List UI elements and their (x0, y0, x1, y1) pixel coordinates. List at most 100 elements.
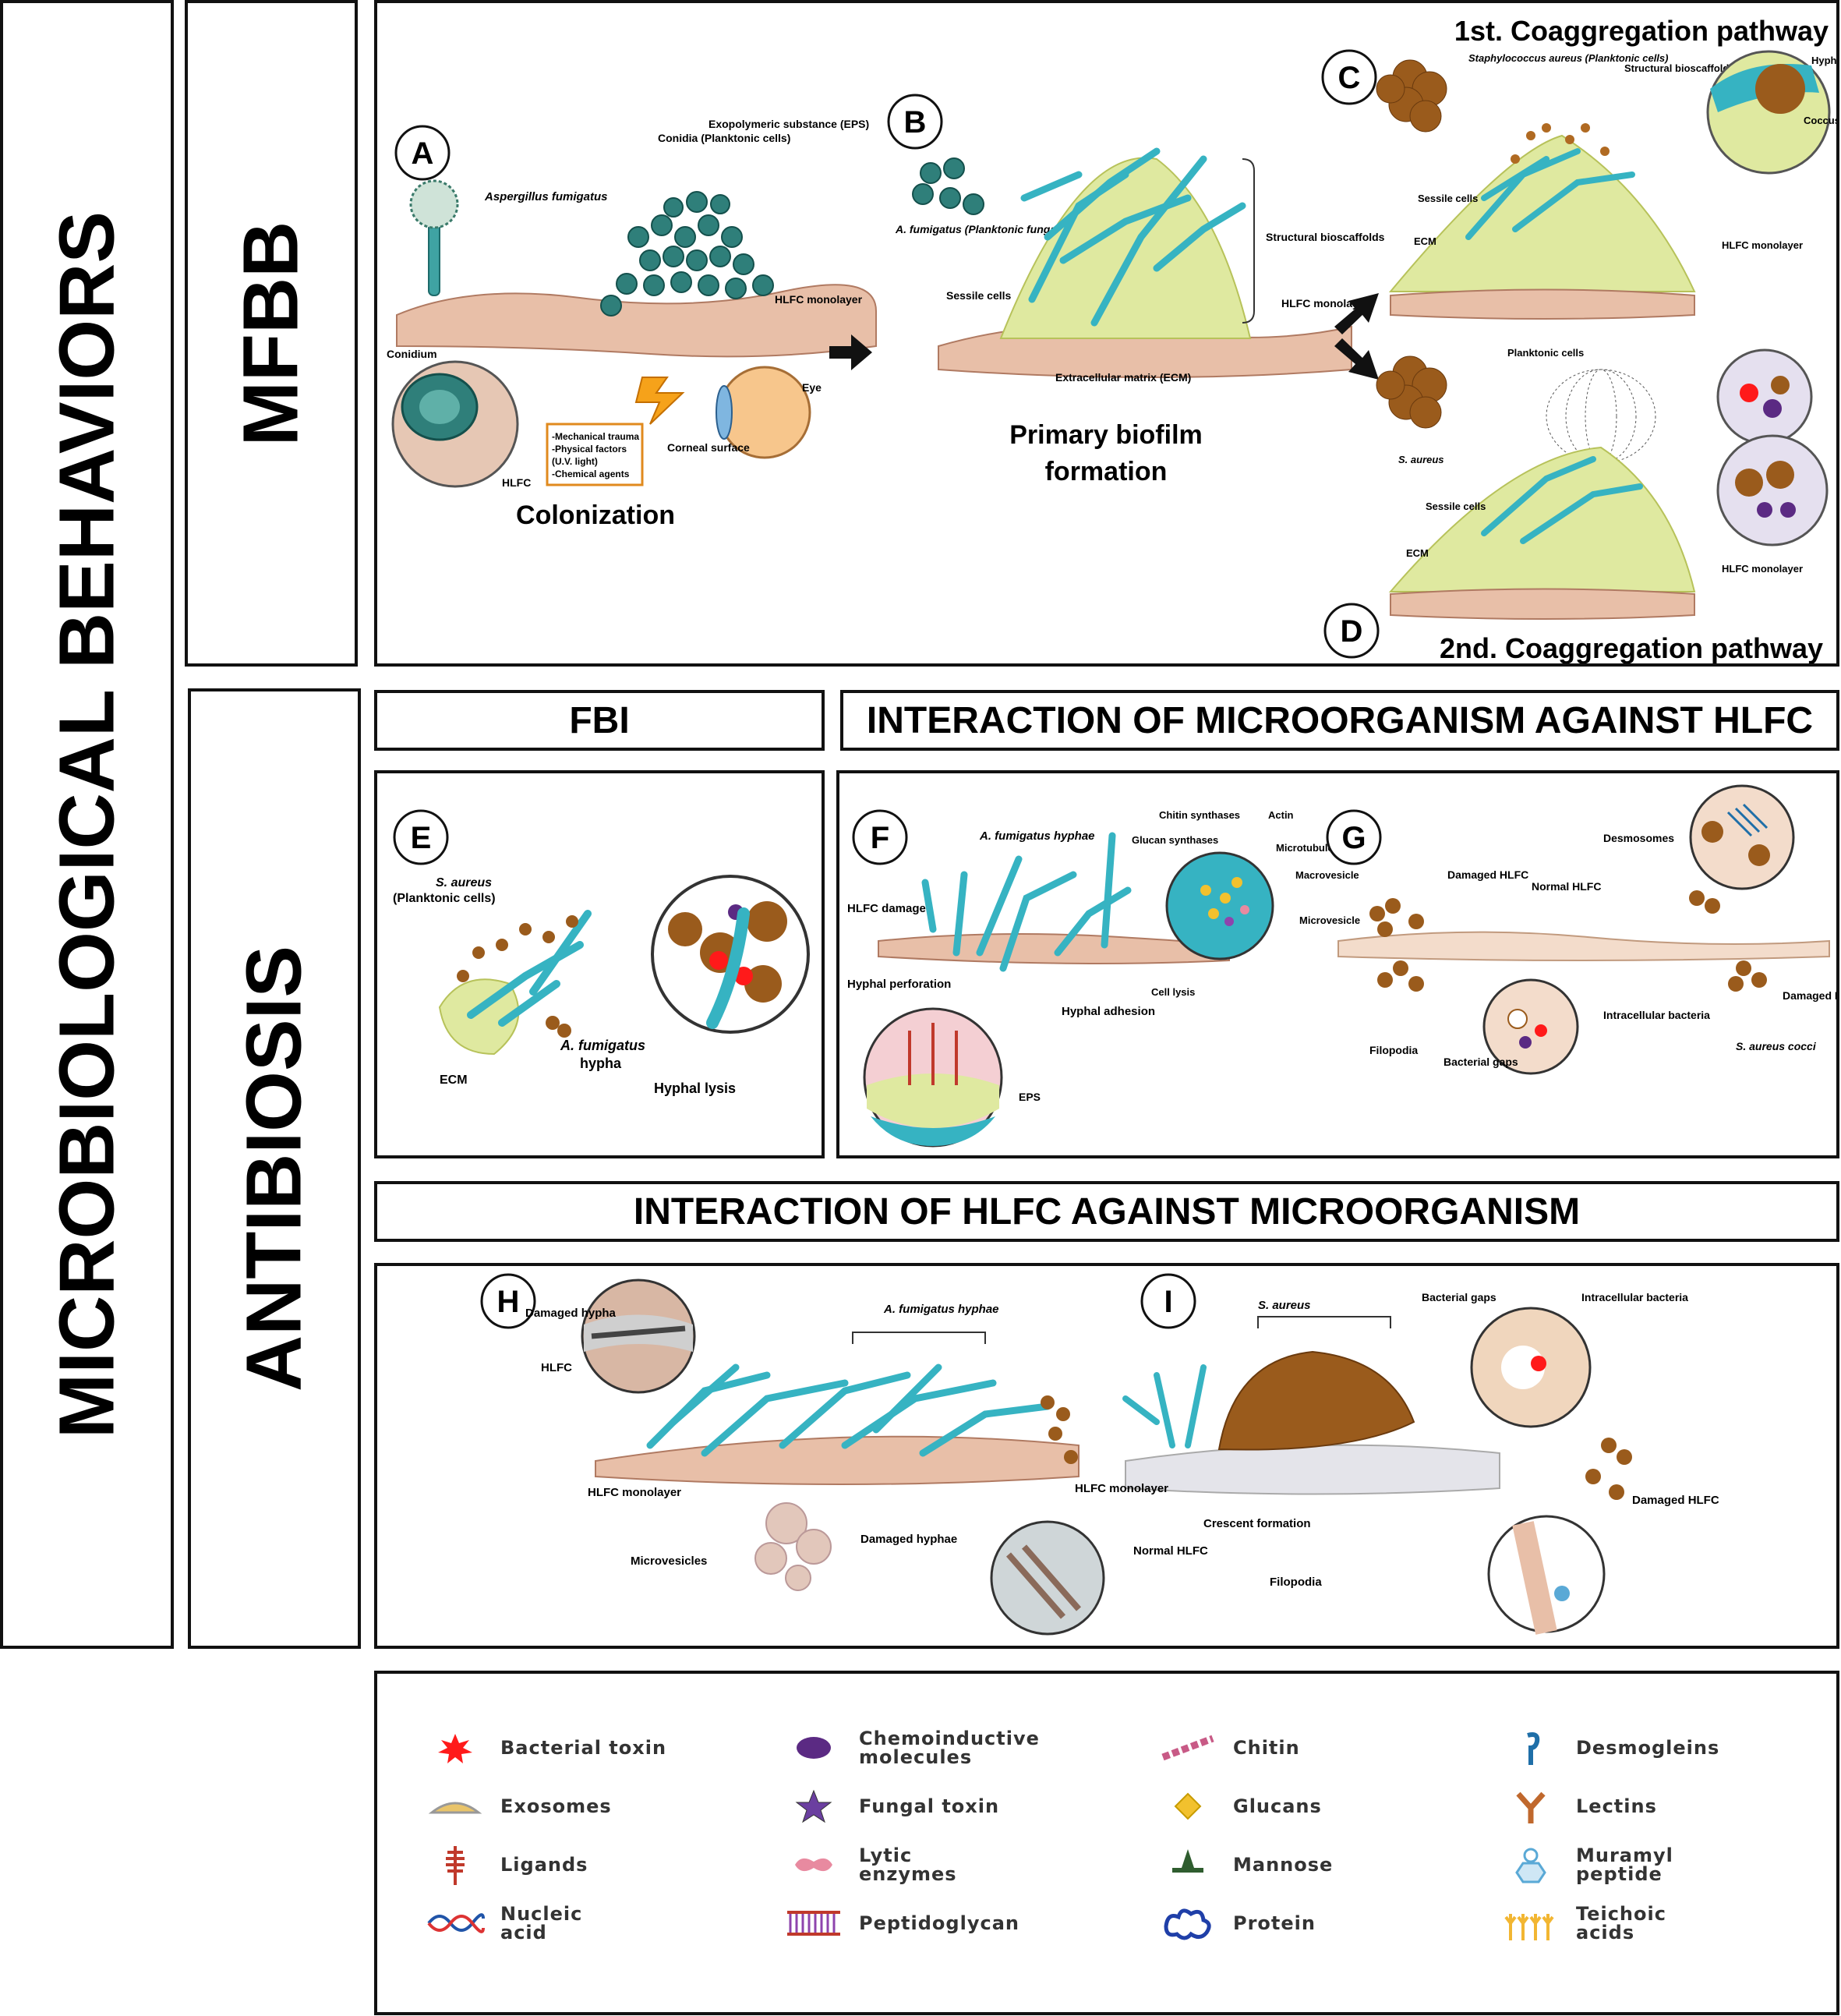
cocci-i-right (1585, 1438, 1632, 1500)
hlfc-monolayer-d (1390, 588, 1695, 620)
teichoic-acids-icon (1504, 1914, 1554, 1940)
panel-e-illustration: E S. aureus (Planktonic cells) A. fumiga… (393, 809, 810, 1096)
chitin-f-label: Chitin synthases (1159, 809, 1240, 821)
fbi-header: FBI (374, 690, 825, 751)
peptidoglycan-icon (787, 1911, 840, 1936)
legend-label-lectins: Lectins (1576, 1795, 1657, 1817)
arrow-a-to-b (829, 334, 872, 370)
normal-i-label: Normal HLFC (1133, 1544, 1208, 1558)
panel-h-letter: H (497, 1285, 520, 1319)
sessile-b-label: Sessile cells (946, 289, 1012, 302)
saureus-bracket-i (1257, 1316, 1391, 1328)
hyphae-c (1465, 148, 1635, 240)
legend-item-ligands: Ligands (424, 1837, 588, 1892)
cocci-c (1511, 123, 1610, 164)
legend-label-ligands: Ligands (500, 1854, 588, 1876)
legend-item-peptidoglycan: Peptidoglycan (783, 1896, 1019, 1951)
factors-text: -Mechanical trauma -Physical factors (U.… (552, 431, 641, 479)
sessile-c-label: Sessile cells (1418, 193, 1478, 204)
arrow-b-to-d (1334, 338, 1379, 380)
saureus-i-label: S. aureus (1258, 1299, 1311, 1312)
adhesion-f-label: Hyphal adhesion (1062, 1005, 1155, 1018)
biofilm-title-1: Primary biofilm (1009, 420, 1203, 450)
staph-c-label: Staphylococcus aureus (Planktonic cells) (1468, 52, 1668, 64)
macrovesicle-f-label: Macrovesicle (1295, 869, 1359, 881)
legend-label-peptidoglycan: Peptidoglycan (859, 1912, 1019, 1934)
monolayer-i-label: HLFC monolayer (1075, 1482, 1168, 1495)
lectins-icon (1516, 1791, 1546, 1823)
hyphae-d (1481, 456, 1643, 544)
microvesicles-h-label: Microvesicles (631, 1554, 707, 1568)
planktonic-e-label: (Planktonic cells) (393, 892, 496, 905)
ecm-d-label: ECM (1406, 547, 1429, 559)
legend-item-glucans: Glucans (1157, 1779, 1322, 1834)
intracellular-i-label: Intracellular bacteria (1581, 1291, 1688, 1303)
panel-i-letter: I (1164, 1285, 1172, 1319)
antibiosis-column: ANTIBIOSIS (188, 688, 361, 1649)
chemo-magnified-d (1716, 434, 1829, 546)
hlfc-monolayer-d-label: HLFC monolayer (1722, 563, 1803, 575)
damaged-hyphae-h-label: Damaged hyphae (860, 1533, 957, 1546)
toxin-magnified-d (1716, 348, 1813, 445)
microtubule-f-label: Microtubule (1276, 842, 1334, 854)
microvesicles-h (754, 1502, 832, 1591)
hlfc-g (1337, 931, 1830, 961)
cocci-e (457, 915, 578, 1038)
legend-label-bacterial-toxin: Bacterial toxin (500, 1737, 667, 1759)
perforation-f-label: Hyphal perforation (847, 978, 951, 991)
cocci-g-right (1689, 890, 1767, 992)
hyphae-i (1122, 1364, 1207, 1448)
legend-box: Bacterial toxin Chemoinductive molecules C… (374, 1671, 1839, 2015)
desmogleins-g (1726, 803, 1769, 837)
chitin-icon (1161, 1735, 1214, 1761)
corneal-label: Corneal surface (667, 441, 750, 454)
eps-label: Exopolymeric substance (EPS) (708, 118, 869, 130)
damage-f-label: HLFC damage (847, 902, 926, 915)
panel-f-letter: F (871, 821, 889, 855)
panel-e-letter: E (411, 821, 432, 855)
staph-cluster-d (1376, 355, 1447, 429)
ecm-c-label: ECM (1414, 235, 1436, 247)
mfbb-illustration: A Aspergillus fumigatus Conidia (Plankto… (387, 15, 1836, 663)
mannose-icon (1172, 1849, 1203, 1873)
hyphae-f-label: A. fumigatus hyphae (979, 829, 1095, 843)
glucan-f-label: Glucan synthases (1132, 834, 1218, 846)
legend-item-chemoinductive-molecules: Chemoinductive molecules (783, 1721, 1040, 1775)
legend-item-teichoic-acids: Teichoic acids (1500, 1896, 1666, 1951)
gaps-g-label: Bacterial gaps (1443, 1056, 1518, 1068)
planktonic-d-label: Planktonic cells (1507, 347, 1584, 359)
hlfc-monolayer-i (1125, 1444, 1500, 1495)
biofilm-title-2: formation (1045, 457, 1168, 486)
staph-mass-i (1217, 1350, 1415, 1451)
mfbb-column: MFBB (185, 0, 358, 667)
legend-label-chitin: Chitin (1233, 1737, 1300, 1759)
factors-box (546, 423, 644, 486)
antibiosis-label: ANTIBIOSIS (230, 945, 318, 1392)
actin-f-label: Actin (1268, 809, 1294, 821)
panel-c: 1st. Coaggregation pathway C Staphylococ… (1321, 15, 1836, 320)
microvesicle-f-label: Microvesicle (1299, 914, 1360, 926)
chemoinductive-molecules-icon (797, 1737, 831, 1759)
hlfc-monolayer-c-label: HLFC monolayer (1722, 239, 1803, 251)
saureus-e-label: S. aureus (436, 876, 492, 890)
filopodia-g-label: Filopodia (1369, 1044, 1418, 1056)
panel-fg-box: F A. fumigatus hyphae HLFC damage Hyphal… (836, 770, 1839, 1158)
bioscaffold-brace (1242, 158, 1255, 324)
panel-c-letter: C (1338, 61, 1361, 95)
lysis-f-label: Cell lysis (1151, 986, 1195, 998)
hypha-e-label: hypha (580, 1056, 622, 1071)
colonization-title: Colonization (516, 500, 675, 530)
trauma-lightning-icon (634, 377, 685, 425)
muramyl-peptide-icon (1515, 1848, 1546, 1883)
legend-label-lytic-enzymes: Lytic enzymes (859, 1844, 957, 1885)
legend-item-protein: Protein (1157, 1896, 1316, 1951)
protein-icon (1164, 1908, 1211, 1940)
conidiophore-head (409, 179, 459, 229)
hlfc-a-label: HLFC (502, 476, 531, 489)
ecm-b-label: Extracellular matrix (ECM) (1055, 371, 1191, 384)
mfbb-panel: A Aspergillus fumigatus Conidia (Plankto… (374, 0, 1839, 667)
panel-a-letter: A (412, 136, 434, 171)
arrow-b-to-c (1334, 293, 1379, 334)
fungal-toxin-icon (795, 1789, 832, 1823)
legend-item-exosomes: Exosomes (424, 1779, 612, 1834)
